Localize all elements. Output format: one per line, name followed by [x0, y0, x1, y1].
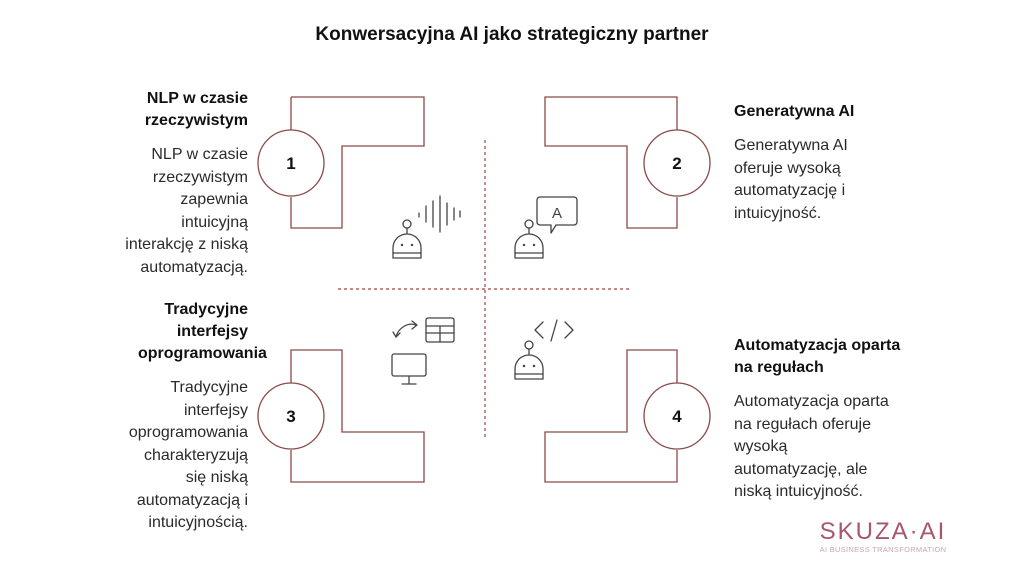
quadrant-1-circle: [257, 129, 325, 197]
quadrant-2-frame: 2: [544, 96, 711, 229]
quadrant-3-heading: Tradycyjne interfejsy oprogramowania: [138, 301, 267, 362]
quadrant-4-text: Automatyzacja oparta na regułach Automat…: [734, 335, 904, 504]
logo-name: SKUZA·AI: [819, 518, 947, 545]
quadrant-3-number: 3: [286, 407, 295, 426]
diagram-title: Konwersacyjna AI jako strategiczny partn…: [315, 24, 709, 45]
quadrant-3-frame: 3: [257, 349, 425, 483]
quadrant-1-description: NLP w czasie rzeczywistym zapewnia intui…: [125, 146, 248, 276]
quadrant-1-heading: NLP w czasie rzeczywistym: [144, 90, 248, 129]
robot-soundwave-icon: [392, 195, 461, 259]
quadrant-4-frame: 4: [544, 349, 711, 483]
quadrant-2-description: Generatywna AI oferuje wysoką automatyza…: [734, 137, 848, 222]
quadrant-1-number: 1: [286, 154, 295, 173]
robot-code-icon: [514, 319, 574, 380]
quadrant-2-number: 2: [672, 154, 681, 173]
brand-logo: SKUZA·AI AI BUSINESS TRANSFORMATION: [818, 518, 948, 555]
quadrant-4-number: 4: [672, 407, 682, 426]
logo-tagline: AI BUSINESS TRANSFORMATION: [819, 545, 947, 554]
quadrant-3-text: Tradycyjne interfejsy oprogramowania Tra…: [78, 299, 267, 535]
quadrant-3-circle: [257, 382, 325, 450]
quadrant-3-description: Tradycyjne interfejsy oprogramowania cha…: [128, 379, 248, 531]
quadrant-2-circle: [643, 129, 711, 197]
monitor-table-arrows-icon: [391, 317, 455, 385]
quadrant-4-circle: [643, 382, 711, 450]
quadrant-4-heading: Automatyzacja oparta na regułach: [734, 337, 901, 376]
quadrant-1-text: NLP w czasie rzeczywistym NLP w czasie r…: [78, 88, 248, 279]
robot-speech-bubble-icon: A: [514, 196, 578, 259]
quadrant-4-description: Automatyzacja oparta na regułach oferuje…: [734, 393, 889, 500]
quadrant-2-text: Generatywna AI Generatywna AI oferuje wy…: [734, 101, 904, 225]
speech-bubble-letter: A: [552, 205, 562, 222]
quadrant-1-frame: 1: [257, 96, 425, 229]
quadrant-2-heading: Generatywna AI: [734, 103, 855, 120]
